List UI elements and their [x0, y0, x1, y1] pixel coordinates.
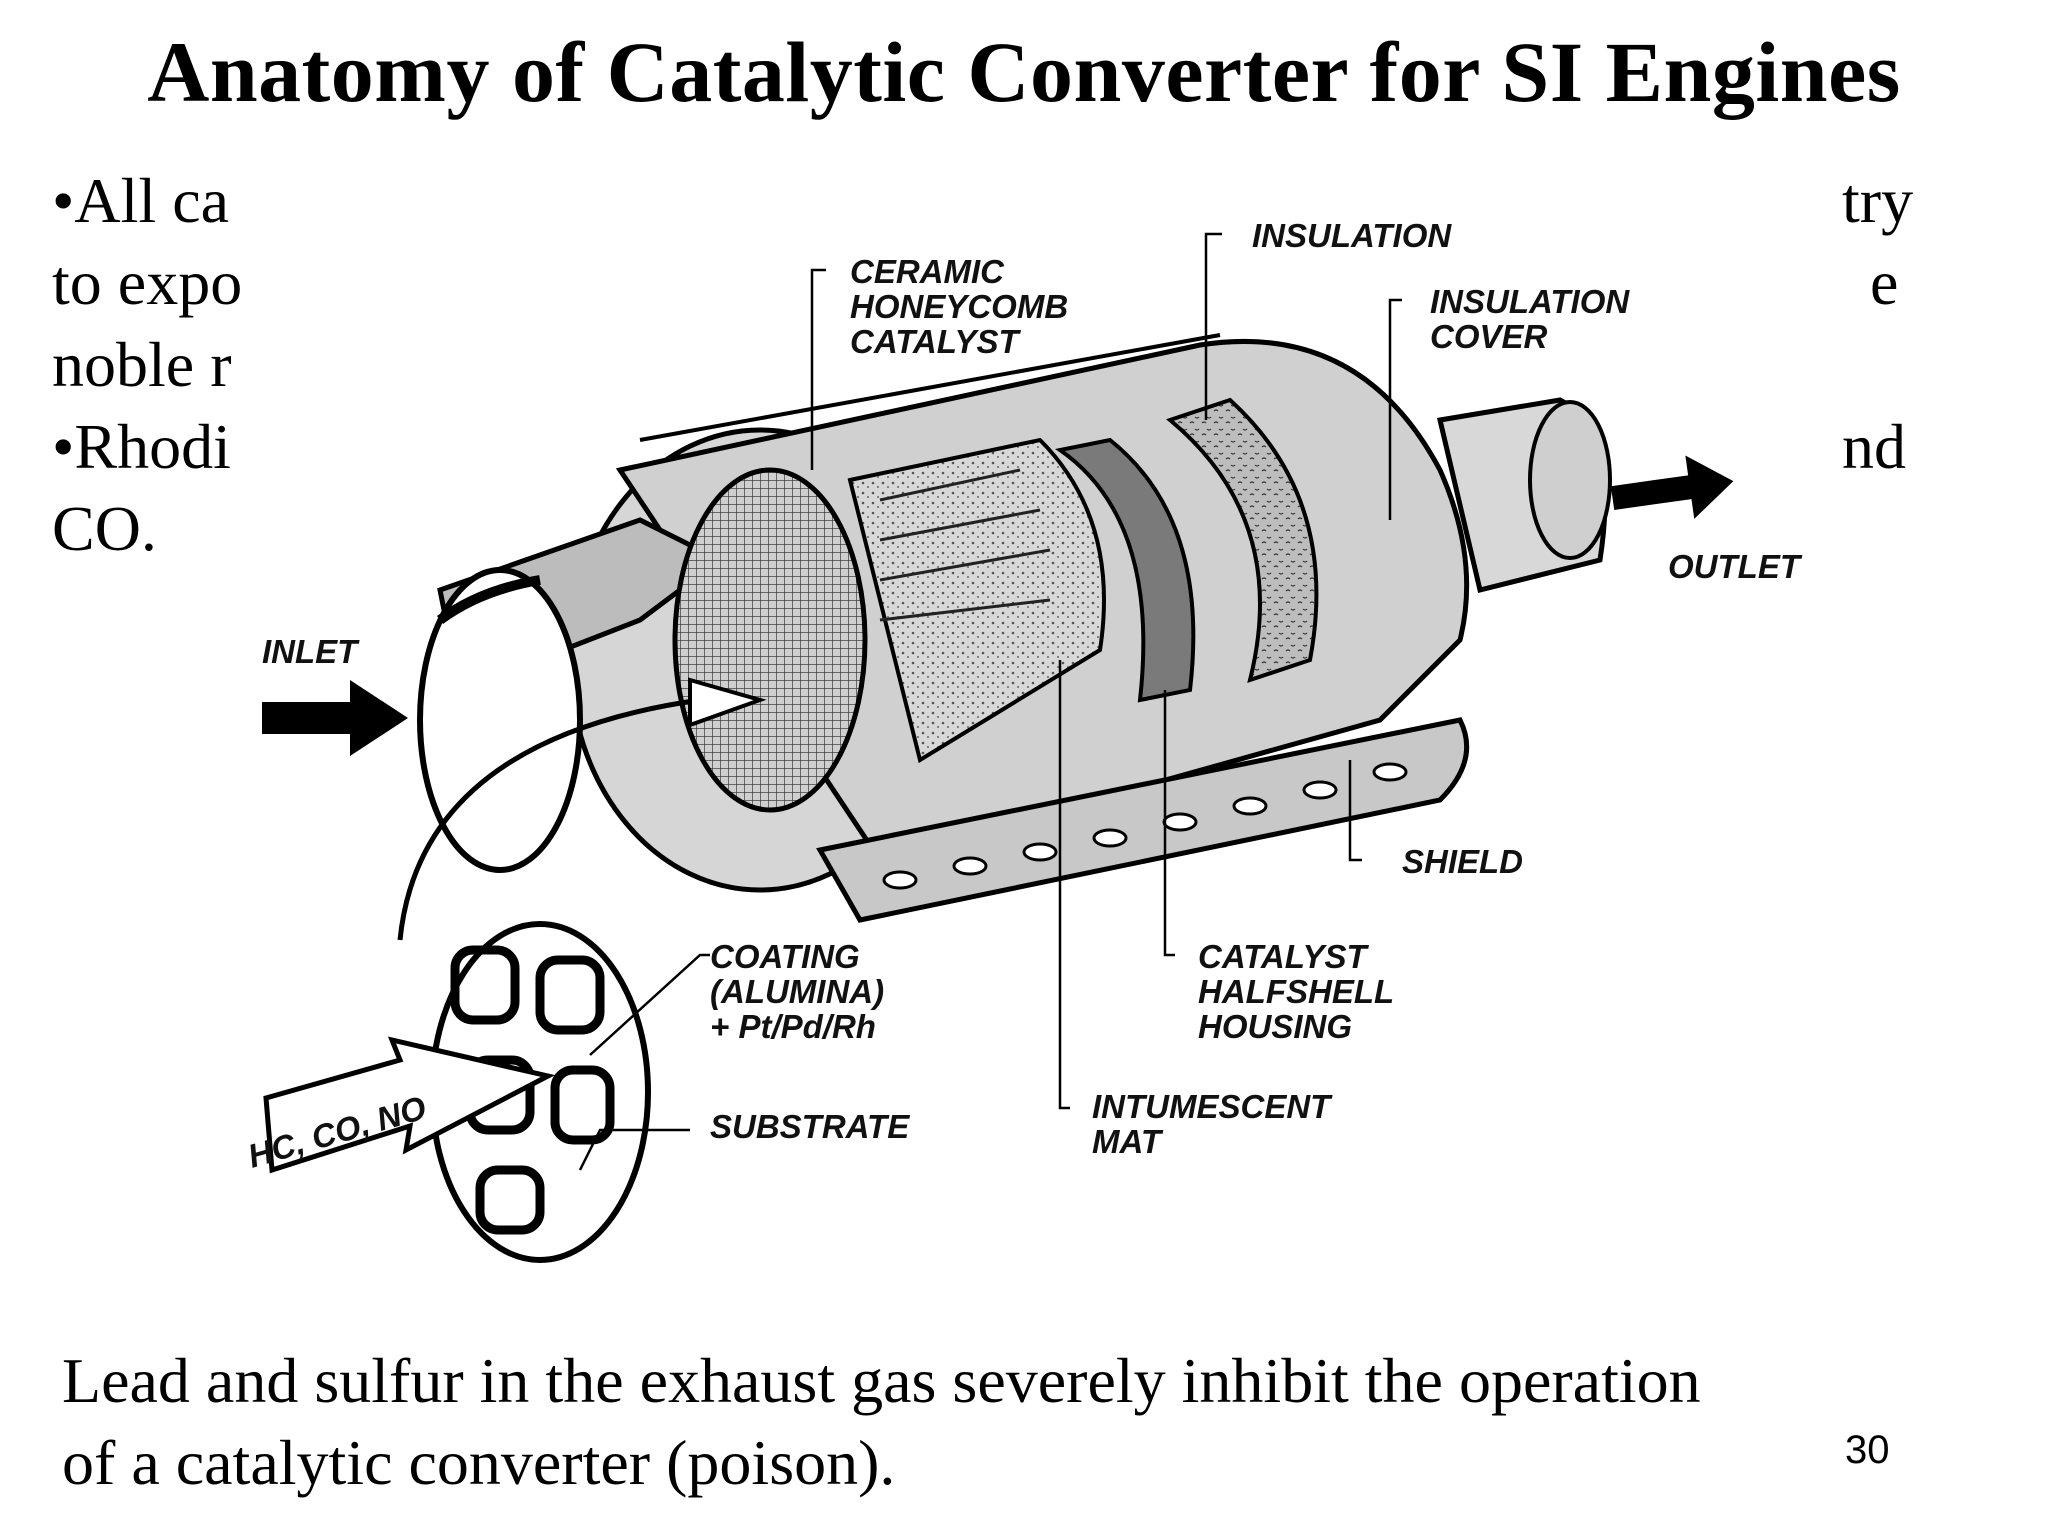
bullet-line-end: try: [1842, 165, 1914, 236]
bullet-line: to expo: [52, 247, 243, 318]
label-ceramic-honeycomb-catalyst: HONEYCOMB: [850, 288, 1068, 325]
label-ceramic-honeycomb-catalyst: CATALYST: [850, 323, 1021, 360]
catalytic-converter-diagram: INSULATION CERAMIC HONEYCOMB CATALYST IN…: [244, 217, 1803, 1263]
label-catalyst-halfshell-housing: HOUSING: [1198, 1008, 1352, 1045]
flow-arrow: [397, 677, 767, 941]
label-substrate: SUBSTRATE: [710, 1108, 910, 1145]
bullet-line-end: e: [1870, 247, 1899, 318]
label-intumescent-mat: MAT: [1092, 1123, 1164, 1160]
inlet-arrow: [262, 680, 408, 756]
slide-title: Anatomy of Catalytic Converter for SI En…: [147, 24, 1901, 120]
bullet-line-end: nd: [1842, 411, 1906, 482]
label-shield: SHIELD: [1402, 843, 1523, 880]
ceramic-honeycomb-catalyst: [672, 437, 1106, 813]
bullet-line: CO.: [52, 493, 157, 564]
label-catalyst-halfshell-housing: CATALYST: [1198, 938, 1369, 975]
label-coating: (ALUMINA): [710, 973, 884, 1010]
label-coating: + Pt/Pd/Rh: [710, 1008, 876, 1045]
label-intumescent-mat: INTUMESCENT: [1092, 1088, 1333, 1125]
label-inlet: INLET: [262, 633, 360, 670]
label-ceramic-honeycomb-catalyst: CERAMIC: [850, 253, 1005, 290]
bottom-note: Lead and sulfur in the exhaust gas sever…: [62, 1340, 1862, 1504]
bullet-line: noble r: [52, 329, 232, 400]
bullet-line: •All ca: [52, 165, 229, 236]
page-number: 30: [1845, 1428, 1890, 1472]
label-outlet: OUTLET: [1668, 548, 1803, 585]
bottom-note-line: of a catalytic converter (poison).: [62, 1427, 896, 1498]
inlet-pipe: [417, 517, 725, 873]
bullet-list: •All ca to expo noble r •Rhodi CO.: [52, 160, 1952, 570]
heat-shield: [816, 717, 1470, 923]
label-insulation-cover: INSULATION: [1430, 283, 1630, 320]
bottom-note-line: Lead and sulfur in the exhaust gas sever…: [62, 1345, 1701, 1416]
label-catalyst-halfshell-housing: HALFSHELL: [1198, 973, 1394, 1010]
outlet-pipe: [1436, 397, 1612, 594]
bullet-line: •Rhodi: [52, 411, 231, 482]
label-insulation: INSULATION: [1252, 217, 1452, 254]
label-insulation-cover: COVER: [1430, 318, 1548, 355]
insulation-layer: [1165, 397, 1319, 684]
leader-lines: [578, 232, 1402, 1171]
substrate-closeup: [263, 921, 651, 1263]
label-coating: COATING: [710, 938, 860, 975]
outlet-arrow: [1610, 455, 1734, 519]
